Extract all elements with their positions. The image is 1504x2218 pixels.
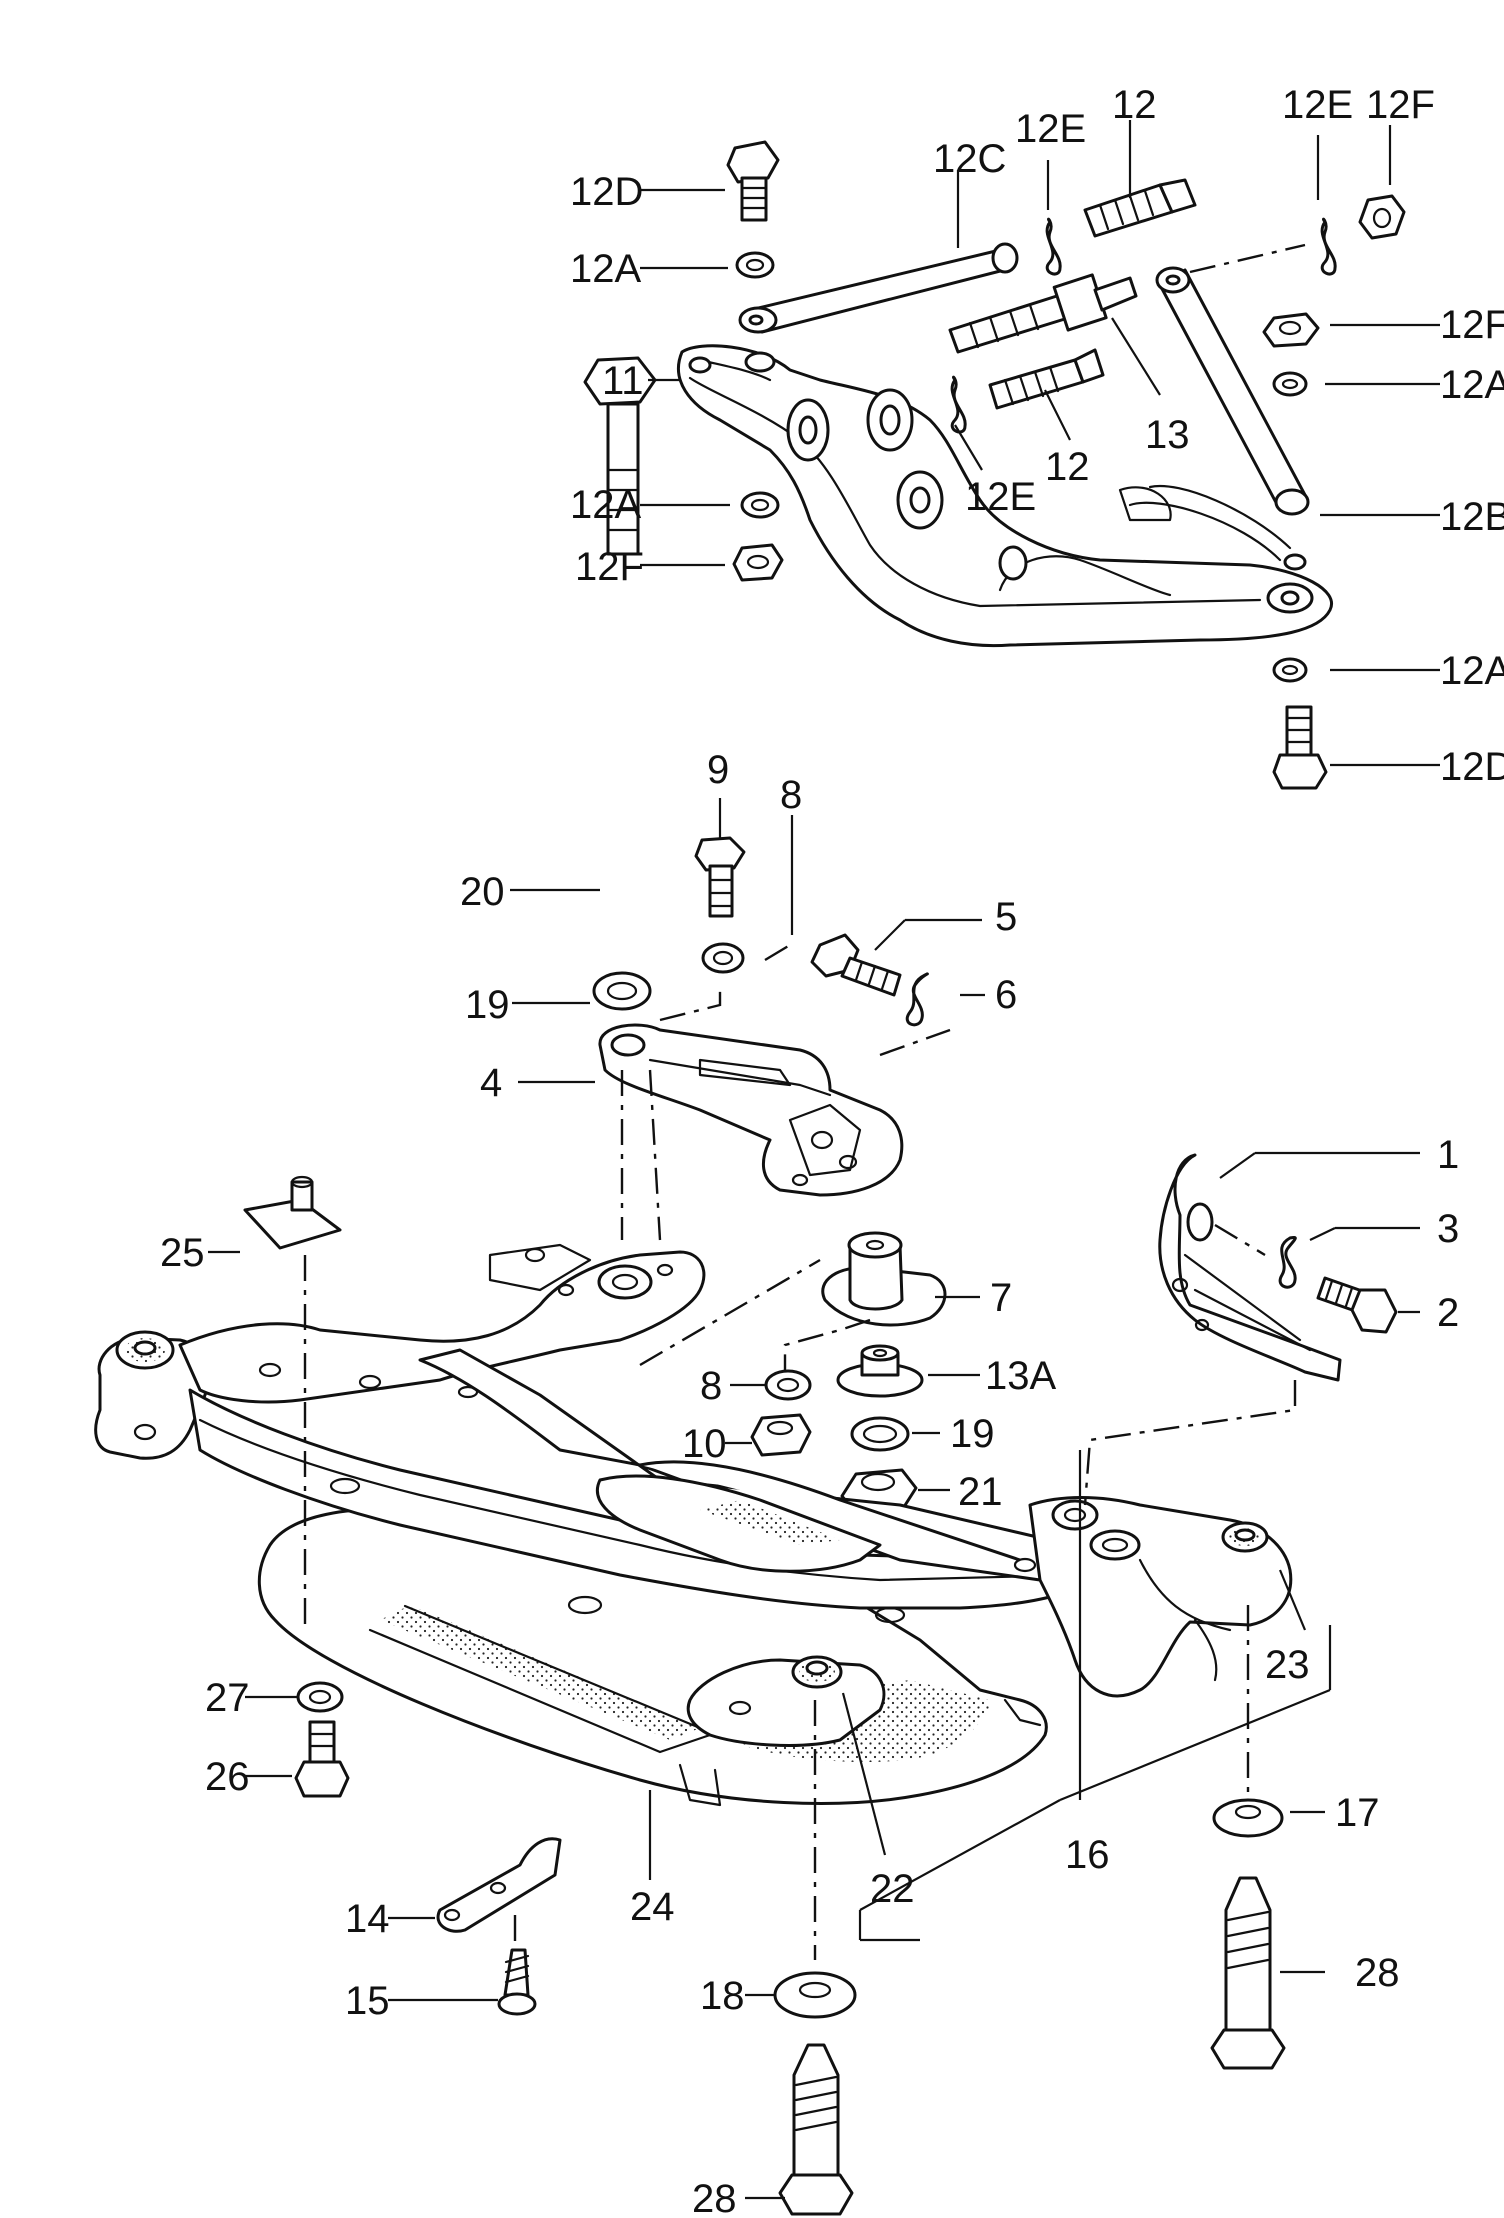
lower-hardware bbox=[294, 1681, 1286, 2216]
label-12b: 12B bbox=[1440, 495, 1504, 539]
label-12f-3: 12F bbox=[575, 545, 644, 589]
label-12d-lower: 12D bbox=[1440, 745, 1504, 789]
subframe bbox=[94, 1175, 1297, 1960]
label-13: 13 bbox=[1145, 413, 1190, 457]
label-12a-3: 12A bbox=[570, 483, 641, 527]
label-12e-1: 12E bbox=[1015, 107, 1086, 151]
label-15: 15 bbox=[345, 1979, 390, 2023]
bracket-14 bbox=[436, 1837, 562, 1933]
label-3: 3 bbox=[1437, 1207, 1459, 1251]
label-26: 26 bbox=[205, 1755, 250, 1799]
bolt-12d-lower bbox=[1272, 705, 1328, 790]
bar-12c bbox=[738, 242, 1019, 334]
bolt-13 bbox=[948, 273, 1138, 354]
bolt-12d-upper bbox=[726, 140, 780, 222]
washer-8-bottom bbox=[764, 1369, 812, 1401]
label-7: 7 bbox=[990, 1276, 1012, 1320]
rubber-mount-group bbox=[639, 1231, 947, 1516]
bolt-2 bbox=[1316, 1276, 1398, 1334]
bolt-26 bbox=[294, 1720, 350, 1798]
part-labels: 12D 12A 11 12A 12F 12C 12E 12 12E 12F 12… bbox=[160, 83, 1504, 2218]
label-27: 27 bbox=[205, 1676, 250, 1720]
washer-12a-4 bbox=[1272, 657, 1308, 683]
nut-12f-right bbox=[1262, 312, 1320, 348]
label-4: 4 bbox=[480, 1061, 502, 1105]
label-19-bottom: 19 bbox=[950, 1412, 995, 1456]
label-2: 2 bbox=[1437, 1291, 1459, 1335]
label-9: 9 bbox=[707, 748, 729, 792]
clip-12e-2 bbox=[1320, 217, 1337, 276]
control-arm bbox=[676, 344, 1334, 648]
bolt-20 bbox=[583, 356, 657, 556]
clip-3 bbox=[1278, 1236, 1297, 1289]
label-10: 10 bbox=[682, 1422, 727, 1466]
label-12f-2: 12F bbox=[1440, 303, 1504, 347]
bolt-5 bbox=[810, 933, 902, 997]
nut-10 bbox=[750, 1413, 812, 1457]
label-8-bottom: 8 bbox=[700, 1364, 722, 1408]
rubber-mount-7 bbox=[821, 1231, 947, 1327]
label-12-a: 12 bbox=[1112, 83, 1157, 127]
label-12d-upper: 12D bbox=[570, 170, 643, 214]
label-19-top: 19 bbox=[465, 983, 510, 1027]
clip-12e-3 bbox=[950, 375, 967, 434]
label-24: 24 bbox=[630, 1885, 675, 1929]
nut-12f-left bbox=[732, 543, 784, 582]
rubber-mount-13a bbox=[836, 1344, 924, 1398]
label-12-b: 12 bbox=[1045, 445, 1090, 489]
label-6: 6 bbox=[995, 973, 1017, 1017]
washer-27 bbox=[296, 1681, 344, 1713]
clip-12e-1 bbox=[1045, 217, 1062, 276]
bolt-12-lower bbox=[988, 348, 1105, 410]
label-12e-2: 12E bbox=[1282, 83, 1353, 127]
washer-12a-1 bbox=[735, 251, 775, 279]
label-28-right: 28 bbox=[1355, 1951, 1400, 1995]
control-arm-assembly bbox=[676, 140, 1406, 790]
label-12a-4: 12A bbox=[1440, 649, 1504, 693]
bolt-9 bbox=[694, 836, 746, 918]
label-8-top: 8 bbox=[780, 773, 802, 817]
label-12a-2: 12A bbox=[1440, 363, 1504, 407]
label-23: 23 bbox=[1265, 1643, 1310, 1687]
label-25: 25 bbox=[160, 1231, 205, 1275]
washer-12a-2 bbox=[1272, 371, 1308, 397]
leader-lines bbox=[208, 120, 1440, 2200]
label-12c: 12C bbox=[933, 137, 1006, 181]
label-13a: 13A bbox=[985, 1354, 1056, 1398]
label-5: 5 bbox=[995, 895, 1017, 939]
bracket-4 bbox=[598, 1023, 904, 1197]
bracket-1 bbox=[1158, 1153, 1342, 1382]
bolt-28-right bbox=[1210, 1876, 1286, 2070]
label-12a-1: 12A bbox=[570, 247, 641, 291]
label-20: 20 bbox=[460, 870, 505, 914]
rod-12b bbox=[1155, 266, 1310, 516]
washer-8-top bbox=[701, 942, 745, 974]
nut-12f-top bbox=[1358, 194, 1406, 240]
washer-17 bbox=[1212, 1798, 1284, 1838]
label-16: 16 bbox=[1065, 1833, 1110, 1877]
label-1: 1 bbox=[1437, 1133, 1459, 1177]
label-21: 21 bbox=[958, 1470, 1003, 1514]
bolt-28-bottom bbox=[778, 2043, 854, 2216]
washer-19-bottom bbox=[850, 1416, 910, 1452]
washer-12a-3 bbox=[740, 491, 780, 519]
label-11: 11 bbox=[602, 359, 644, 403]
label-18: 18 bbox=[700, 1974, 745, 2018]
bracket-1-assembly bbox=[1158, 1153, 1398, 1382]
label-12f-1: 12F bbox=[1366, 83, 1435, 127]
washer-19-top bbox=[592, 971, 652, 1011]
subframe-body bbox=[94, 1243, 1293, 1747]
label-22: 22 bbox=[870, 1867, 915, 1911]
label-17: 17 bbox=[1335, 1791, 1380, 1835]
label-14: 14 bbox=[345, 1897, 390, 1941]
label-12e-3: 12E bbox=[965, 475, 1036, 519]
bolt-12-upper bbox=[1083, 178, 1197, 238]
clip-6 bbox=[905, 972, 929, 1027]
label-28-bottom: 28 bbox=[692, 2177, 737, 2218]
mount-bracket-assembly bbox=[583, 356, 951, 1241]
washer-18 bbox=[773, 1971, 857, 2019]
screw-15 bbox=[497, 1948, 537, 2016]
speed-nut-25 bbox=[243, 1175, 342, 1250]
